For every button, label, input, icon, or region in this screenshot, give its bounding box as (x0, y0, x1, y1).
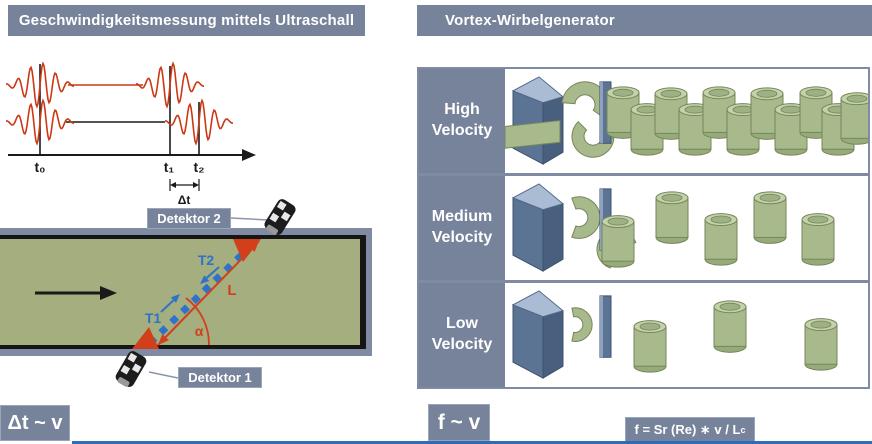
vortex-panel: High Velocity Medium Velocity Low Veloci… (417, 67, 870, 389)
pipe-diagram: T2 T1 L α (0, 199, 372, 387)
vortex-cylinder (840, 92, 868, 145)
row-label-line1: Low (446, 315, 478, 333)
shedder-bar (599, 295, 612, 358)
t1-path-label: T1 (145, 310, 162, 326)
row-label-low: Low Velocity (419, 283, 505, 387)
vortex-illustration-low (511, 290, 838, 379)
t1-label: t₁ (164, 159, 175, 175)
ultrasound-burst-sent-2 (6, 98, 74, 146)
ultrasound-burst-received-1 (136, 61, 204, 109)
t1-direction-arrow (160, 294, 180, 313)
vortex-cylinder (704, 213, 738, 266)
left-panel-title: Geschwindigkeitsmessung mittels Ultrasch… (8, 5, 365, 36)
t2-label: t₂ (194, 159, 205, 175)
row-label-line1: High (444, 101, 480, 119)
row-label-line2: Velocity (431, 229, 493, 246)
angle-arc (185, 297, 210, 346)
ultrasound-burst-sent-1 (6, 61, 74, 109)
row-label-high: High Velocity (419, 69, 505, 173)
vortex-formula-subscript: c (740, 424, 746, 435)
transducer-wedge-bottom (132, 327, 159, 349)
vortex-cylinder (753, 191, 787, 244)
vortex-cylinder (801, 213, 835, 266)
detector2-label: Detektor 2 (147, 208, 231, 229)
detector1-connector-line (148, 371, 179, 379)
waveform-diagram: t₀ t₁ t₂ Δt (6, 61, 256, 207)
t2-direction-arrow (200, 266, 220, 284)
shed-sheet (571, 307, 593, 342)
flat-sheet (505, 119, 561, 149)
detector2-connector-line (230, 217, 269, 221)
angle-label: α (195, 323, 204, 339)
row-label-medium: Medium Velocity (419, 176, 505, 280)
delta-t-bracket (169, 179, 200, 191)
row-label-line2: Velocity (431, 122, 493, 139)
detector1-sensor (115, 351, 147, 387)
delta-t-label: Δt (178, 193, 191, 207)
vortex-cylinder (804, 318, 838, 371)
transducer-wedge-top (233, 239, 261, 262)
vortex-canvas-low (505, 283, 868, 387)
flow-direction-arrow (35, 286, 117, 300)
t2-path-label: T2 (198, 252, 215, 268)
shed-sheet (571, 196, 601, 239)
vortex-row-low: Low Velocity (419, 280, 868, 387)
vortex-cylinder (601, 215, 635, 268)
row-label-line2: Velocity (431, 336, 493, 353)
bluff-body-prism (511, 183, 565, 272)
right-panel-title: Vortex-Wirbelgenerator (417, 5, 872, 36)
length-label: L (227, 282, 236, 299)
t0-label: t₀ (35, 159, 46, 175)
row-label-line1: Medium (431, 208, 493, 226)
vortex-row-high: High Velocity (419, 69, 868, 173)
vortex-relation-box: f ~ v (428, 404, 490, 441)
vortex-canvas-high (505, 69, 868, 173)
vortex-canvas-medium (505, 176, 868, 280)
vortex-cylinder (713, 300, 747, 353)
ultrasound-relation-box: Δt ~ v (0, 405, 70, 441)
vortex-illustration-high (505, 76, 868, 165)
bluff-body-prism (511, 290, 565, 379)
bottom-accent-strip (72, 441, 872, 444)
shed-sheet (571, 120, 615, 158)
detector1-label: Detektor 1 (178, 367, 262, 388)
ultrasound-burst-received-2 (165, 98, 233, 146)
vortex-cylinder (750, 87, 784, 140)
vortex-cylinder (655, 191, 689, 244)
vortex-row-medium: Medium Velocity (419, 173, 868, 280)
time-axis-arrowhead (242, 149, 256, 161)
vortex-cylinder (633, 320, 667, 373)
vortex-illustration-medium (511, 183, 835, 272)
vortex-formula-main: f = Sr (Re) ∗ v / L (634, 421, 741, 437)
detector2-sensor (264, 199, 296, 235)
